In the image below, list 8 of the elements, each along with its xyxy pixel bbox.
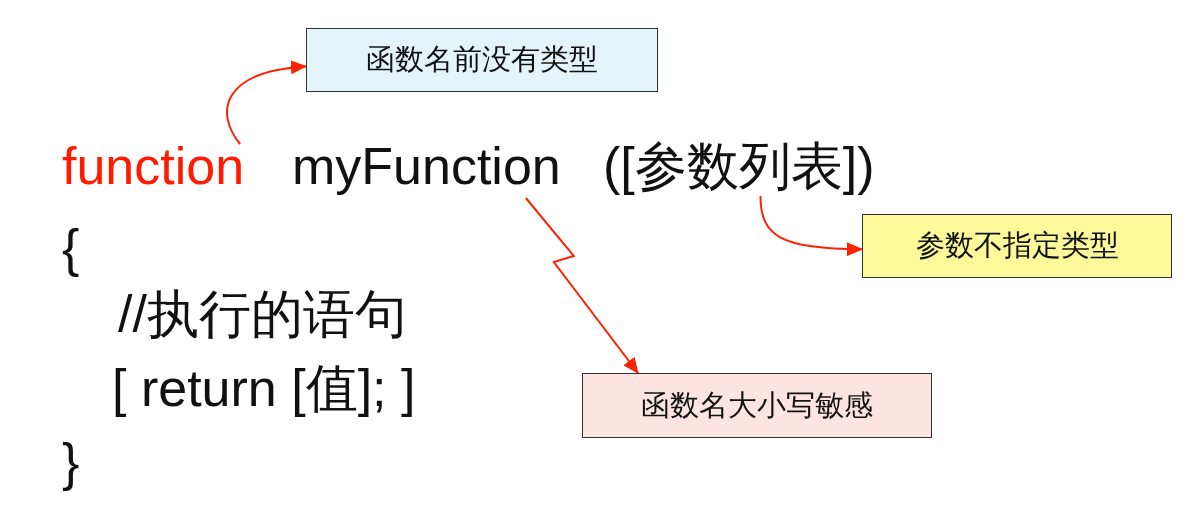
keyword: function bbox=[62, 140, 245, 192]
leader-arrow bbox=[226, 60, 307, 145]
callout-box: 函数名前没有类型 bbox=[306, 28, 658, 92]
leader-arrow bbox=[759, 195, 863, 256]
callout-box: 参数不指定类型 bbox=[862, 214, 1172, 278]
leader-arrow bbox=[524, 197, 639, 374]
callout-box: 函数名大小写敏感 bbox=[582, 373, 932, 438]
code-line: //执行的语句 bbox=[118, 288, 407, 340]
